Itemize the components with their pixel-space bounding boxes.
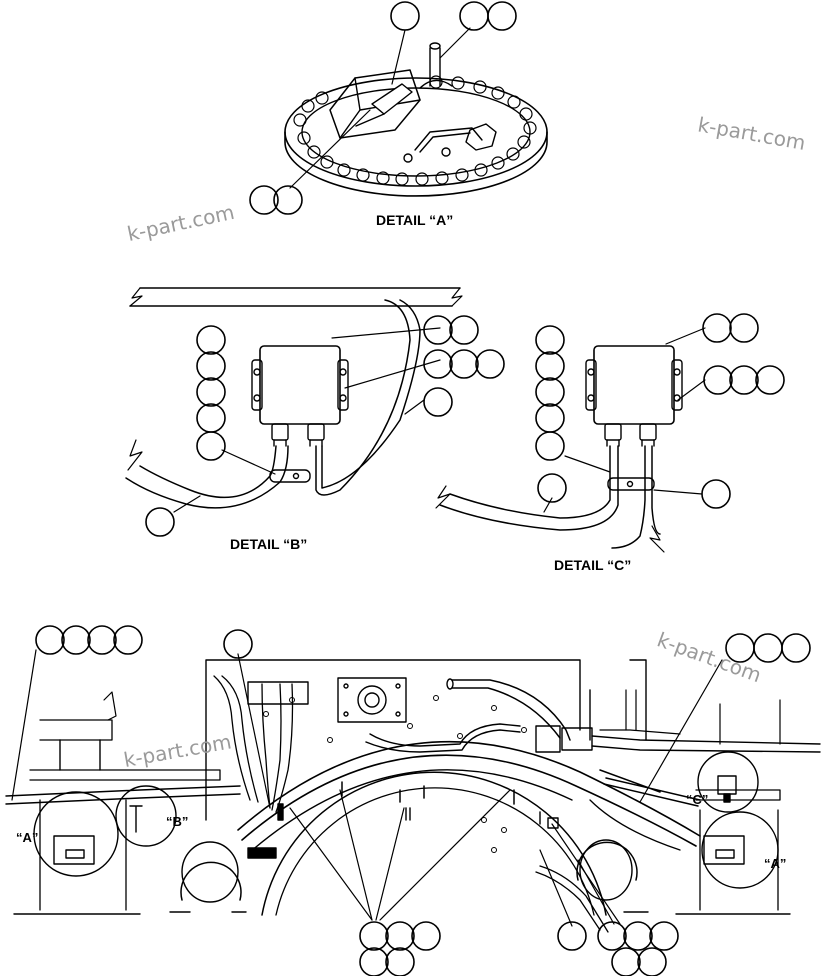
detail-c-drawing (435, 313, 785, 553)
detail-b-drawing (125, 287, 505, 537)
detail-b-title: DETAIL “B” (230, 536, 308, 552)
detail-c-title: DETAIL “C” (554, 557, 632, 573)
detail-a-drawing (249, 1, 548, 215)
callout-c: “C” (686, 792, 709, 807)
callout-a-left: “A” (16, 830, 39, 845)
main-assembly-drawing (5, 625, 821, 976)
callout-b: “B” (166, 814, 189, 829)
detail-a-title: DETAIL “A” (376, 212, 454, 228)
callout-a-right: “A” (764, 856, 787, 871)
